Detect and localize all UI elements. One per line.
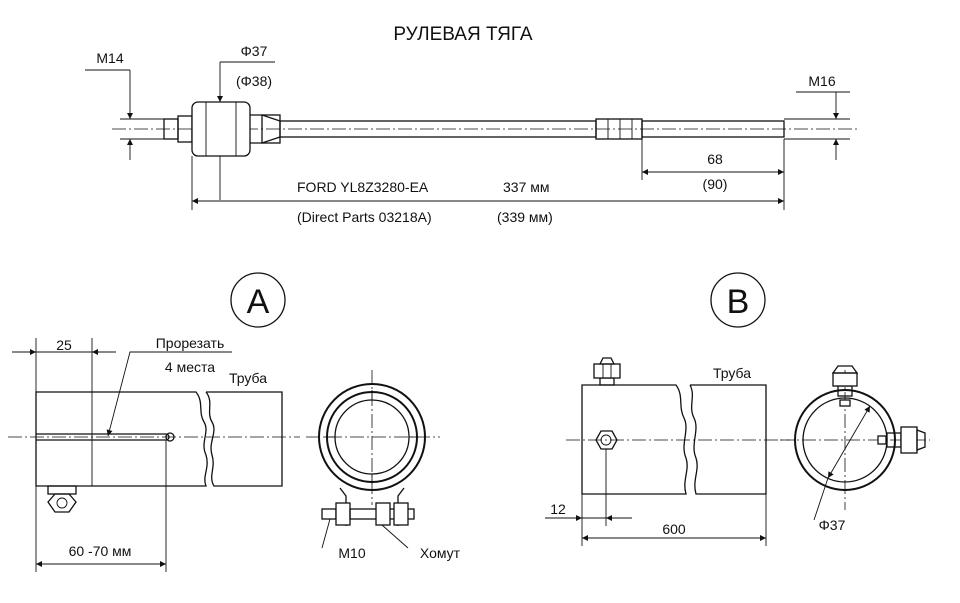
dim-600-label: 600 [662,521,686,537]
thread-left-label: M14 [96,50,123,66]
pipe-a-label: Труба [229,370,267,386]
pipe-b-label: Труба [713,365,751,381]
diameter-37-label: Φ37 [819,517,846,533]
drawing-title: РУЛЕВАЯ ТЯГА [393,24,532,45]
bolt-m10-label: M10 [338,545,365,561]
view-b-label-circle [710,272,766,328]
view-b-label: B [727,283,750,321]
clamp-label: Хомут [420,545,461,561]
view-b-pipe [545,357,790,546]
part1-length: 337 мм [503,179,550,195]
dim-12-label: 12 [550,501,566,517]
dim-60-70-label: 60 -70 мм [69,543,132,559]
part2-length: (339 мм) [497,209,553,225]
thread-right-label: M16 [808,73,835,89]
view-a-pipe [8,338,300,572]
view-b-clamp-section [780,365,930,521]
dim-25-label: 25 [56,337,72,353]
view-a-label: A [247,283,270,321]
nut-diameter-alt-label: (Φ38) [236,73,272,89]
cut-note-line1: Прорезать [156,335,225,351]
nut-diameter-label: Φ37 [241,43,268,59]
part2-name: (Direct Parts 03218A) [297,209,432,225]
tie-rod-drawing [85,61,858,210]
view-a-clamp-section [306,370,440,549]
cut-note-line2: 4 места [165,359,215,375]
thread-length-label: 68 [707,151,723,167]
part1-name: FORD YL8Z3280-EA [297,179,429,195]
view-a-label-circle [230,272,286,328]
thread-length-alt-label: (90) [703,176,728,192]
